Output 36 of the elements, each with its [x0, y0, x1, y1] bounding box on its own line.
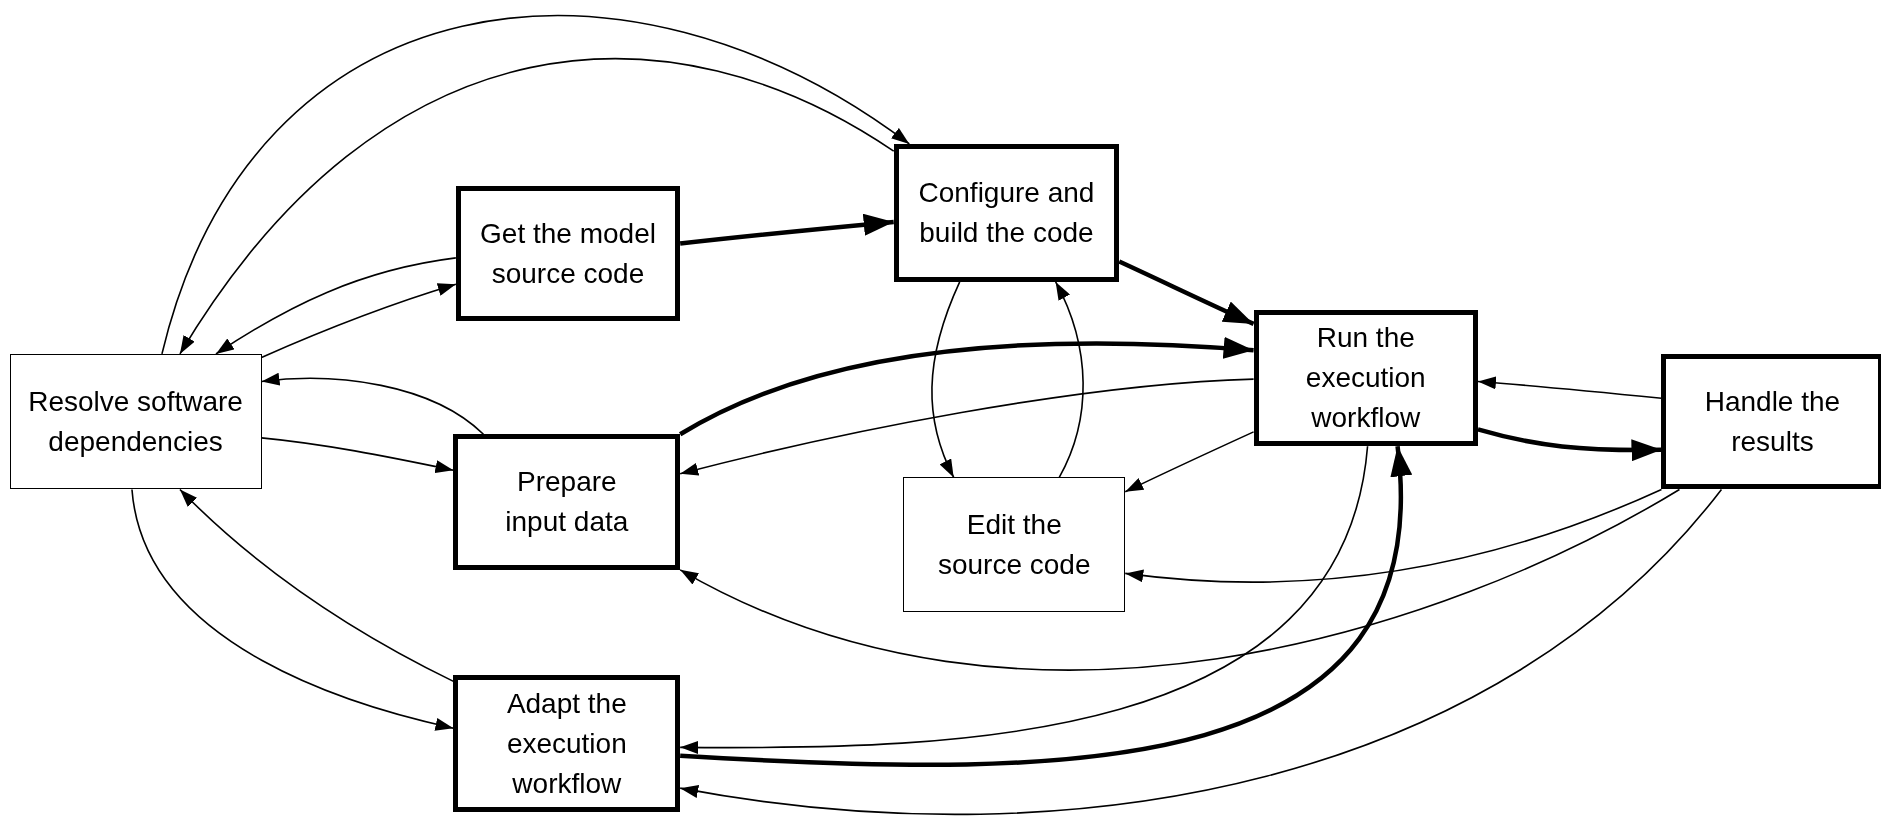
arrow	[260, 373, 485, 436]
arrow	[215, 257, 457, 355]
arrow	[679, 488, 1681, 671]
arrow	[131, 488, 455, 732]
process-box	[1661, 353, 1881, 490]
step-label: Get the model source code	[479, 216, 657, 291]
step-label: Run the execution workflow	[1304, 321, 1427, 435]
process-box	[893, 143, 1120, 282]
step-label: Handle the results	[1703, 384, 1842, 459]
step-box	[903, 477, 1126, 612]
arrow	[179, 488, 455, 683]
step-label: Adapt the execution workflow	[505, 687, 628, 801]
step-label: Resolve software dependencies	[27, 384, 244, 459]
arrow	[161, 15, 911, 355]
arrow	[260, 281, 457, 359]
arrow	[1477, 427, 1662, 462]
arrow	[931, 281, 961, 479]
arrow	[260, 437, 455, 474]
step-label: Edit the source code	[936, 507, 1092, 582]
arrow	[179, 58, 895, 355]
arrow	[679, 337, 1254, 437]
process-box	[1253, 309, 1478, 447]
arrow	[1477, 376, 1663, 400]
step-label: Prepare input data	[504, 465, 630, 539]
arrow	[679, 378, 1255, 477]
step-label: Configure and build the code	[917, 176, 1096, 250]
step-box	[9, 353, 262, 490]
arrow	[1118, 259, 1255, 326]
process-box	[453, 675, 681, 813]
arrow	[679, 213, 894, 246]
arrow	[1124, 488, 1663, 583]
arrow	[679, 488, 1723, 815]
process-box	[455, 185, 681, 322]
process-box	[453, 434, 681, 570]
arrow	[1124, 431, 1255, 493]
arrow	[1054, 281, 1084, 479]
